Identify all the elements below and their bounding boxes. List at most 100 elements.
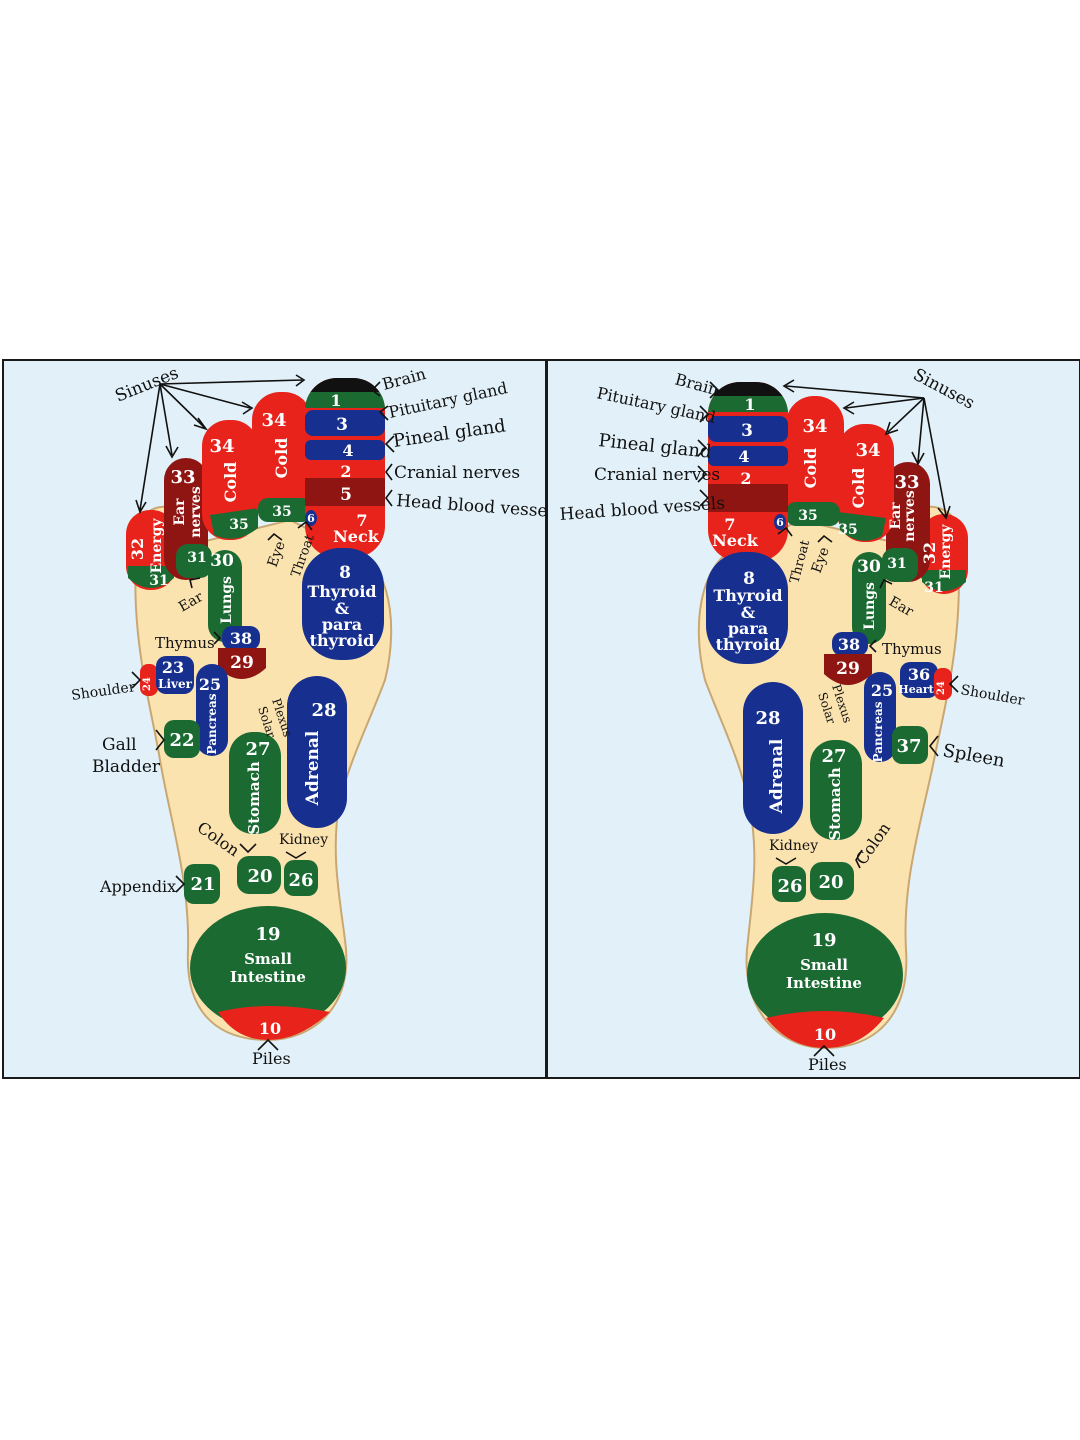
svg-text:8: 8 — [743, 569, 755, 589]
svg-text:Adrenal: Adrenal — [767, 738, 787, 814]
svg-text:31: 31 — [187, 550, 206, 566]
svg-text:37: 37 — [896, 736, 921, 757]
svg-text:21: 21 — [190, 874, 215, 895]
svg-text:para: para — [728, 619, 768, 638]
svg-text:thyroid: thyroid — [716, 635, 781, 654]
svg-text:Appendix: Appendix — [99, 877, 176, 896]
svg-text:Cold: Cold — [801, 448, 820, 489]
svg-text:Cranial nerves: Cranial nerves — [594, 465, 720, 485]
svg-text:thyroid: thyroid — [310, 631, 375, 650]
zone-35-right-toe3 — [838, 512, 886, 541]
svg-text:25: 25 — [199, 675, 221, 694]
svg-text:7: 7 — [356, 511, 367, 530]
svg-text:28: 28 — [755, 708, 780, 729]
svg-text:34: 34 — [855, 440, 880, 461]
svg-text:31: 31 — [149, 573, 168, 589]
zone-4-right — [708, 446, 788, 466]
svg-text:para: para — [322, 615, 362, 634]
svg-text:1: 1 — [744, 395, 755, 414]
svg-text:5: 5 — [340, 485, 352, 505]
svg-text:Small: Small — [244, 950, 292, 968]
zone-34-cold-right-toe2 — [786, 396, 844, 524]
svg-text:Cold: Cold — [849, 468, 868, 509]
svg-text:Kidney: Kidney — [769, 838, 818, 854]
svg-text:Ear: Ear — [172, 498, 188, 526]
svg-text:30: 30 — [210, 551, 234, 571]
svg-text:29: 29 — [836, 659, 860, 679]
zone-20-colon-right — [810, 862, 854, 900]
zone-5-blood-vessels — [305, 478, 385, 506]
svg-text:38: 38 — [838, 635, 860, 654]
svg-text:Pancreas: Pancreas — [205, 693, 219, 754]
zone-27-stomach — [229, 732, 281, 834]
svg-text:1: 1 — [330, 391, 341, 410]
svg-text:10: 10 — [814, 1025, 836, 1044]
svg-text:6: 6 — [307, 512, 315, 525]
svg-text:31: 31 — [887, 556, 906, 572]
svg-text:Intestine: Intestine — [230, 968, 306, 986]
zone-31-little-toe — [128, 566, 174, 588]
zone-24-shoulder — [140, 664, 158, 696]
svg-text:Piles: Piles — [252, 1049, 291, 1068]
zone-34-cold-toe3 — [202, 420, 258, 540]
zone-38-thymus-right — [832, 632, 868, 656]
svg-text:19: 19 — [255, 924, 280, 945]
svg-text:Lungs: Lungs — [219, 576, 235, 624]
svg-text:Bladder: Bladder — [92, 757, 161, 777]
svg-text:Thymus: Thymus — [882, 640, 942, 658]
svg-text:33: 33 — [170, 467, 195, 488]
zone-34-cold-toe2 — [252, 392, 312, 522]
zone-31-right-little-toe — [922, 570, 966, 591]
zone-25-pancreas — [196, 664, 228, 756]
svg-text:27: 27 — [245, 739, 270, 760]
svg-text:Thymus: Thymus — [155, 634, 215, 652]
zone-10-piles-right — [766, 1011, 884, 1048]
svg-text:8: 8 — [339, 563, 351, 583]
svg-text:35: 35 — [229, 517, 248, 533]
zone-23-liver — [156, 656, 194, 694]
svg-text:35: 35 — [838, 522, 857, 538]
zone-36-heart — [900, 662, 938, 698]
svg-text:34: 34 — [209, 436, 234, 457]
svg-text:10: 10 — [259, 1019, 281, 1038]
svg-text:Lungs: Lungs — [862, 582, 878, 630]
svg-text:Intestine: Intestine — [786, 974, 862, 992]
svg-text:&: & — [741, 603, 756, 622]
svg-text:26: 26 — [288, 870, 313, 891]
svg-text:Cold: Cold — [272, 438, 291, 479]
zone-37-spleen — [892, 726, 928, 764]
left-big-toe — [305, 378, 385, 558]
svg-text:4: 4 — [342, 441, 353, 460]
svg-text:6: 6 — [776, 516, 784, 529]
zone-8-thyroid — [302, 548, 384, 660]
svg-text:Heart: Heart — [898, 683, 934, 696]
svg-text:Energy: Energy — [938, 524, 954, 580]
svg-text:Gall: Gall — [102, 735, 137, 755]
zone-31-toe4 — [176, 544, 212, 578]
svg-text:Neck: Neck — [712, 531, 759, 550]
zone-30-lungs — [208, 550, 242, 642]
svg-text:33: 33 — [894, 472, 919, 493]
zone-1-brain — [305, 392, 385, 408]
right-foot-panel: Energy 32 31 33 Ear nerves 31 34 Cold 35… — [546, 359, 1080, 1079]
zone-3-right — [708, 416, 788, 442]
zone-27-stomach-right — [810, 740, 862, 840]
svg-text:34: 34 — [802, 416, 827, 437]
zone-1-right — [708, 396, 788, 412]
svg-text:32: 32 — [128, 538, 147, 560]
svg-text:Thyroid: Thyroid — [307, 582, 376, 601]
svg-text:&: & — [335, 599, 350, 618]
svg-text:Kidney: Kidney — [279, 832, 328, 848]
zone-4-pineal — [305, 440, 385, 460]
svg-text:35: 35 — [272, 504, 291, 520]
svg-text:Stomach: Stomach — [826, 767, 844, 840]
svg-text:Adrenal: Adrenal — [303, 730, 323, 806]
zone-28-adrenal — [287, 676, 347, 828]
svg-text:29: 29 — [230, 653, 254, 673]
left-foot-panel: Energy 32 31 33 Ear nerves 31 34 Cold 35… — [2, 359, 562, 1079]
svg-text:Cold: Cold — [221, 462, 240, 503]
zone-30-lungs-right — [852, 552, 886, 644]
zone-22-gall-bladder — [164, 720, 200, 758]
svg-text:Ear: Ear — [888, 502, 904, 530]
